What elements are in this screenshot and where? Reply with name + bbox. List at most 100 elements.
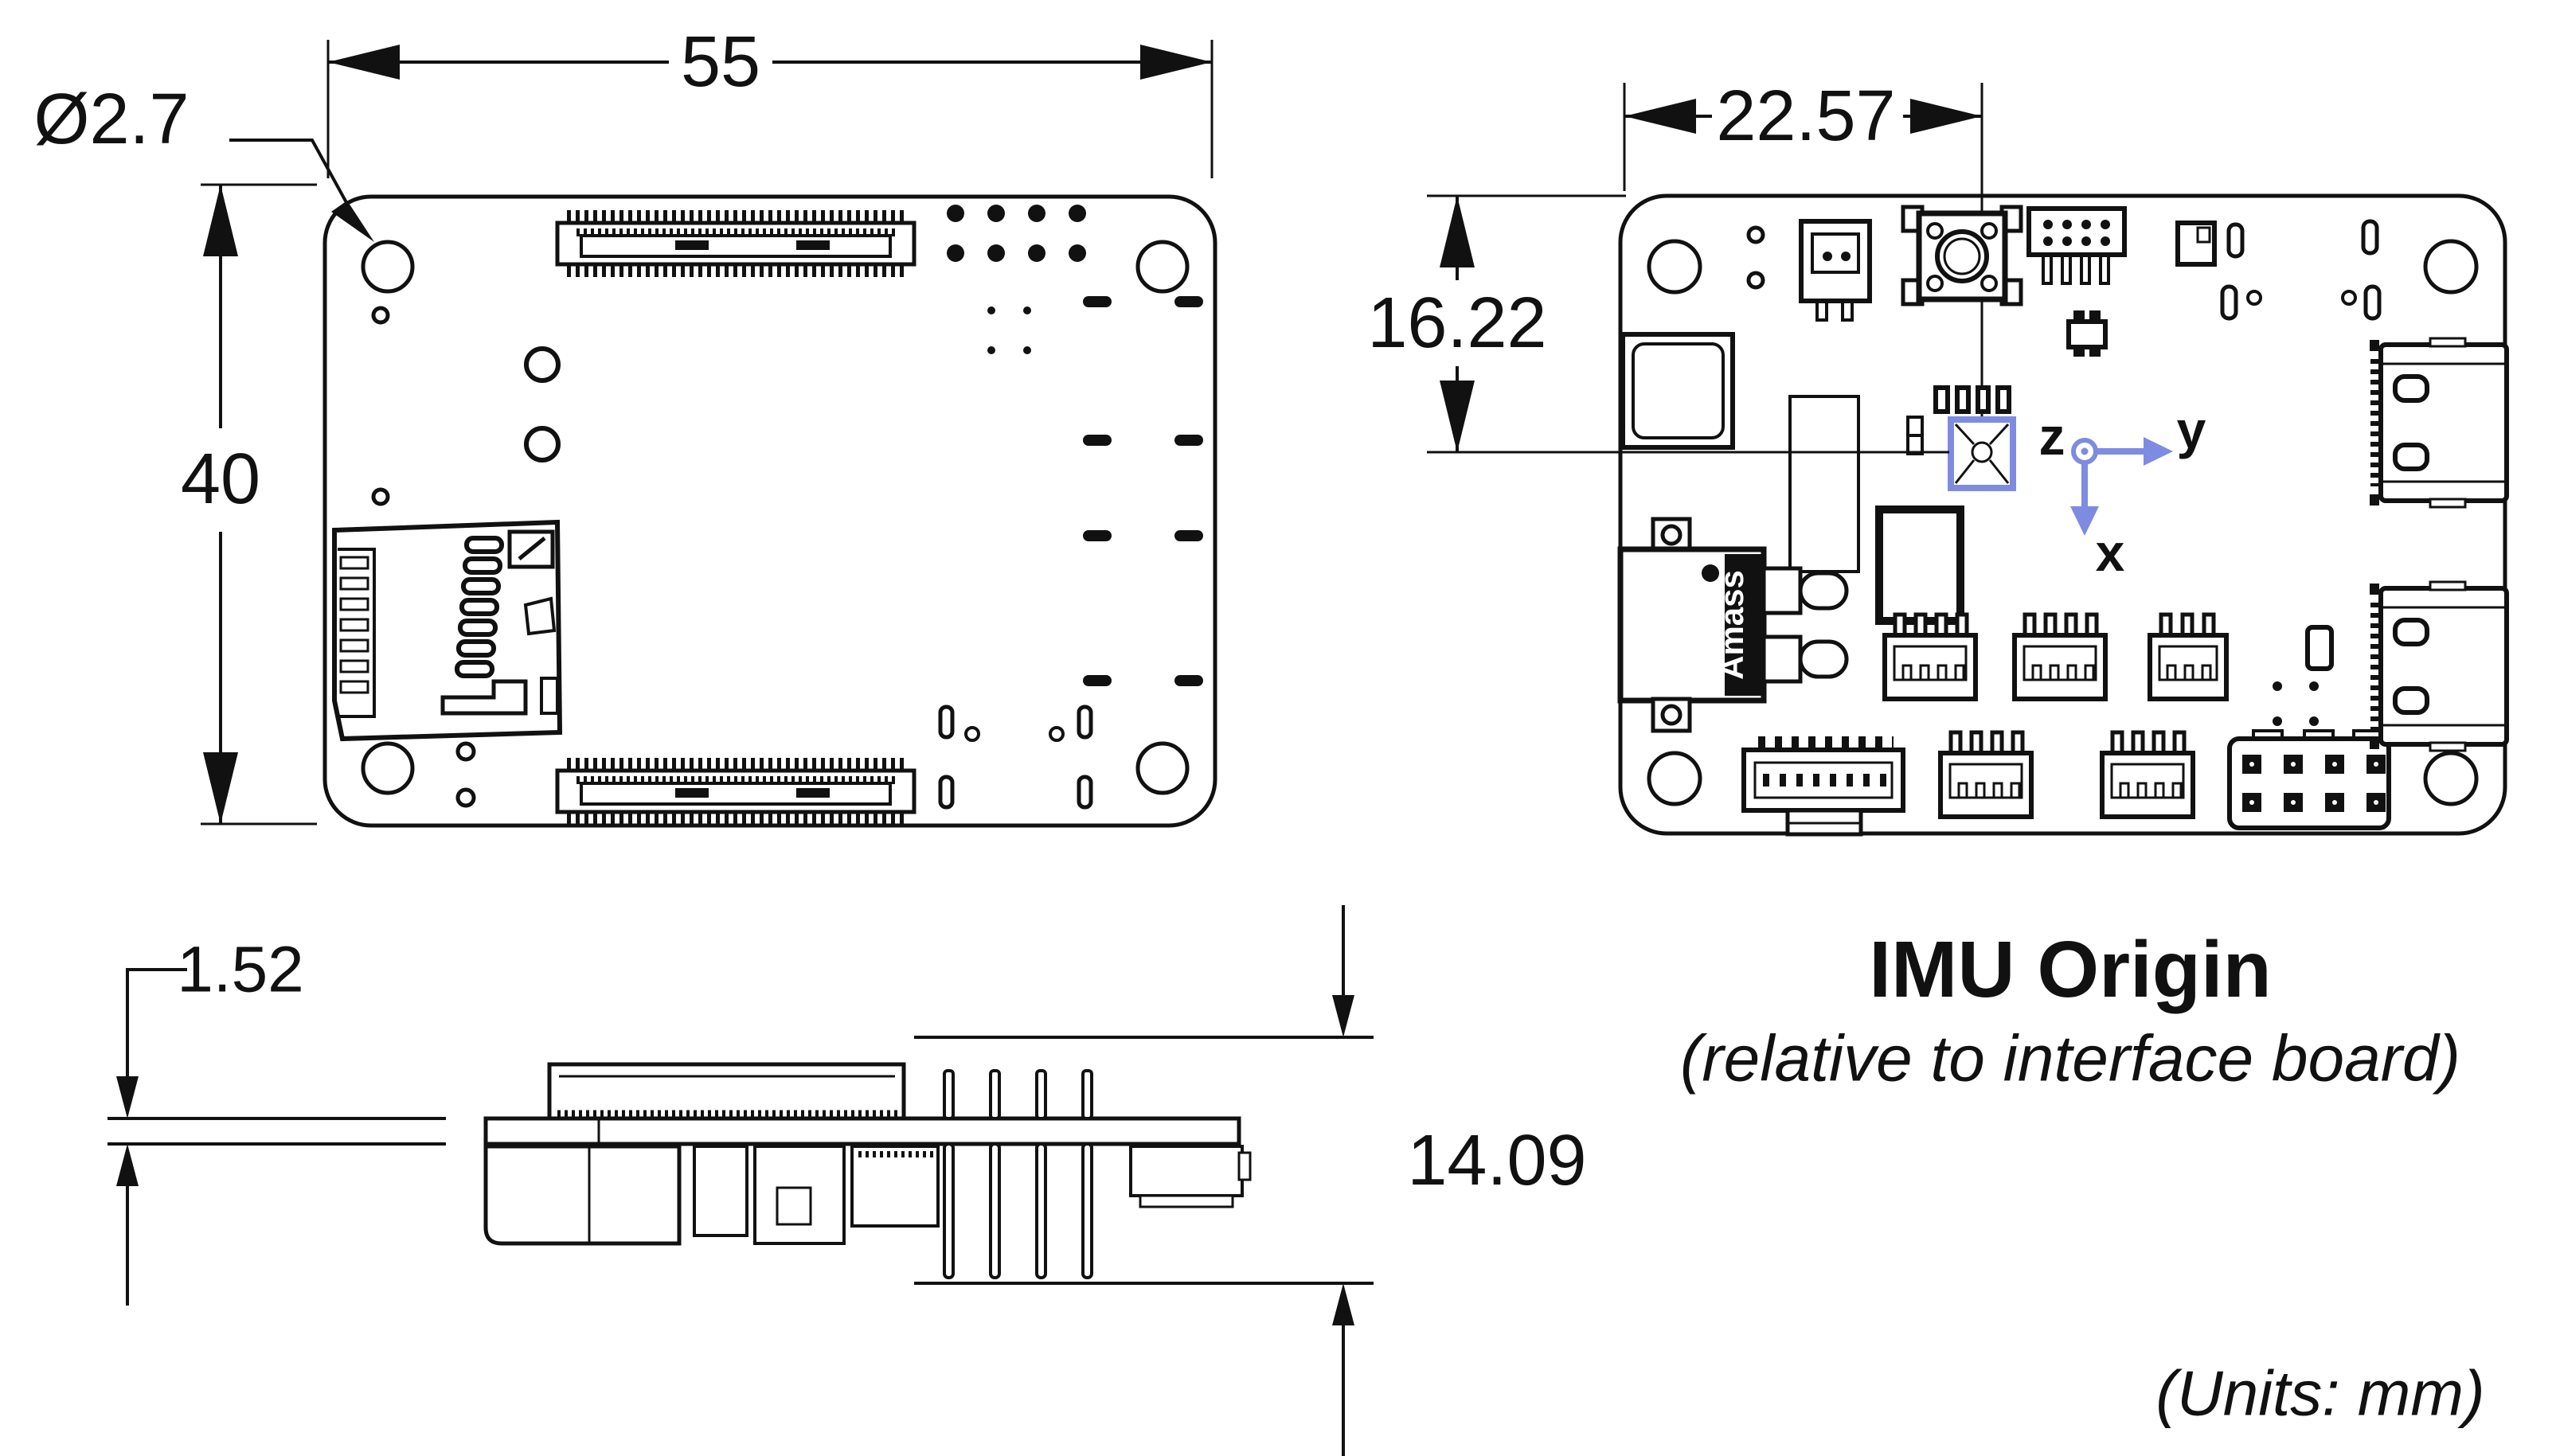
dimension-imu-offset-x: 22.57: [1623, 76, 1982, 191]
via: [371, 487, 390, 506]
mounting-hole: [361, 240, 415, 294]
usb-c-contact: [2393, 618, 2429, 646]
arrowhead-right: [1910, 99, 1982, 134]
mounting-hole: [1647, 239, 1702, 295]
mounting-hole: [2423, 751, 2479, 806]
amass-brand-label: Amass: [1713, 570, 1750, 680]
board-to-board-connector-top: [555, 210, 916, 277]
dimension-board-height: 40: [181, 183, 317, 826]
arrowhead-up: [1440, 196, 1475, 267]
interface-board-view: z y x Amass: [1617, 83, 2509, 837]
arrowhead-left: [328, 45, 400, 80]
leader-arrow: [331, 201, 374, 242]
bullet-terminal: [1798, 571, 1849, 611]
smd-crystal: [2066, 310, 2108, 357]
header-connector-wide: [1741, 736, 1905, 837]
via: [371, 306, 390, 325]
z-axis-label: z: [2039, 407, 2066, 466]
x-axis-label: x: [2096, 523, 2125, 582]
arrowhead-up: [1332, 1283, 1354, 1325]
side-view: [107, 1062, 1252, 1279]
header-pins-side: [943, 1069, 1093, 1279]
pad-grid: [947, 205, 1086, 262]
tactile-button: [1901, 205, 2023, 306]
via: [1746, 271, 1765, 290]
dimension-assembly-height: 14.09: [914, 905, 1587, 1456]
main-ic: [1875, 506, 1964, 625]
imu-pads: [1933, 385, 2011, 414]
arrowhead-right: [1140, 45, 1212, 80]
dim-label-board-height: 40: [181, 439, 260, 519]
imu-package: [1948, 416, 2016, 491]
amass-label-strip: [1725, 554, 1761, 696]
arrowhead-left: [1624, 99, 1696, 134]
hole: [524, 346, 561, 383]
mounting-hole: [1647, 751, 1702, 806]
arrowhead-up: [116, 1144, 139, 1186]
component-block: [1788, 395, 1860, 573]
imu-origin-note: (relative to interface board): [1680, 1023, 2460, 1095]
x-axis-arrow: [2070, 506, 2099, 536]
hole: [524, 426, 561, 463]
jst-connector-4pin: [1882, 612, 1978, 701]
y-axis-arrow: [2144, 437, 2173, 466]
smd-capacitor: [1906, 416, 1924, 455]
jst-connector-4pin: [1938, 730, 2034, 819]
usb-c-connector-bottom: [2370, 580, 2509, 752]
usb-c-contact: [2393, 443, 2429, 471]
y-axis-label: y: [2177, 400, 2206, 459]
usb-c-contact: [2393, 374, 2429, 403]
dim-label-imu-offset-x: 22.57: [1716, 76, 1895, 156]
board-outline: [322, 194, 1217, 828]
usb-c-connector-top: [2370, 337, 2509, 509]
dim-label-pcb-thickness: 1.52: [177, 934, 304, 1006]
arrowhead-down: [1440, 381, 1475, 452]
board-to-board-connector-bottom: [555, 758, 916, 825]
jst-connector-3pin: [2148, 612, 2229, 701]
dim-label-hole-diameter: Ø2.7: [33, 80, 189, 159]
microsd-slot: [332, 519, 563, 742]
jst-connector-4pin: [2100, 730, 2195, 819]
via: [1746, 225, 1765, 244]
imu-axes: z y x: [2039, 400, 2206, 582]
via: [455, 787, 476, 808]
leader-line: [229, 139, 358, 222]
component-block: [2305, 625, 2334, 671]
arrowhead-up: [203, 185, 238, 256]
mounting-hole: [2423, 239, 2479, 295]
amass-power-connector: Amass: [1617, 517, 1849, 733]
dimension-hole-diameter: Ø2.7: [33, 80, 374, 242]
bullet-terminal: [1798, 639, 1849, 679]
smd-ic: [2175, 221, 2217, 267]
dim-label-assembly-height: 14.09: [1407, 1121, 1586, 1200]
dim-label-imu-offset-y: 16.22: [1367, 283, 1546, 363]
jst-connector-4pin: [2012, 612, 2108, 701]
arrowhead-down: [116, 1076, 139, 1118]
header-connector-8pin: [2026, 206, 2127, 285]
usb-c-contact: [2393, 686, 2429, 715]
mounting-hole: [1135, 240, 1190, 294]
test-point-dots: [2273, 681, 2319, 726]
dimension-board-width: 55: [326, 22, 1214, 178]
mounting-hole: [1135, 741, 1190, 795]
dimension-imu-offset-y: 16.22: [1367, 194, 1949, 454]
units-note: (Units: mm): [2155, 1358, 2484, 1429]
dim-label-board-width: 55: [681, 22, 760, 102]
top-view-board: [322, 194, 1217, 828]
arrowhead-down: [1332, 995, 1354, 1037]
dimension-pcb-thickness: 1.52: [116, 934, 304, 1306]
bottom-pads: [938, 705, 1093, 810]
imu-origin-title: IMU Origin: [1869, 925, 2272, 1014]
smd-pads-right: [1083, 296, 1203, 686]
jst-connector-2pin: [1799, 219, 1872, 322]
arrowhead-down: [203, 752, 238, 824]
side-bottom-components: [483, 1144, 1252, 1246]
pin-header-2x4: [2227, 729, 2391, 830]
smd-pads-scatter: [2220, 219, 2382, 321]
via: [455, 741, 476, 762]
usb-connector-left: [1620, 332, 1735, 450]
side-top-connector: [547, 1062, 906, 1121]
test-point-dots: [987, 306, 1031, 354]
